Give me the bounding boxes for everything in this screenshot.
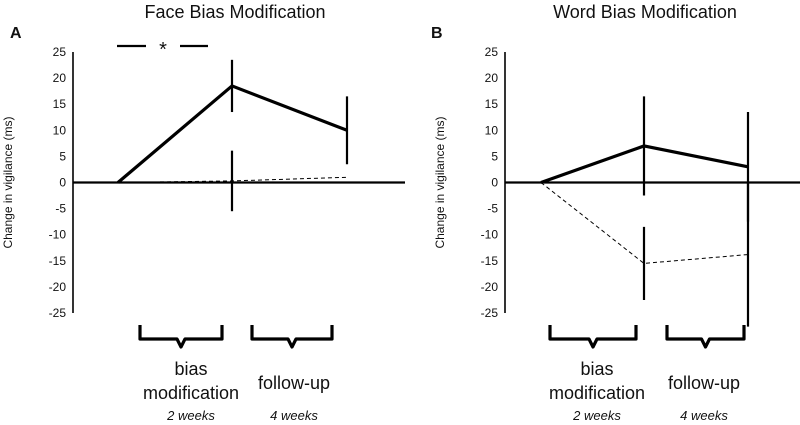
phase-brace — [138, 325, 224, 349]
y-tick-label: 5 — [59, 149, 66, 163]
phase-brace — [548, 325, 638, 349]
y-tick-label: 5 — [491, 149, 498, 163]
y-tick-label: 10 — [53, 123, 67, 137]
chart-title: Face Bias Modification — [144, 2, 325, 22]
phase-brace — [250, 325, 334, 349]
y-tick-label: 0 — [491, 176, 498, 190]
y-tick-label: -15 — [481, 254, 499, 268]
phase-label: bias — [174, 359, 207, 379]
y-tick-label: -20 — [481, 280, 499, 294]
chart-title: Word Bias Modification — [553, 2, 737, 22]
phase-label: follow-up — [258, 373, 330, 393]
y-axis-label: Change in vigilance (ms) — [1, 116, 15, 248]
phase-brace — [665, 325, 746, 349]
y-tick-label: -10 — [49, 228, 67, 242]
y-tick-label: 10 — [485, 123, 499, 137]
phase-duration: 2 weeks — [166, 408, 215, 423]
panel-letter: B — [431, 25, 443, 42]
y-axis-label: Change in vigilance (ms) — [433, 116, 447, 248]
phase-label: bias — [580, 359, 613, 379]
phase-label: modification — [143, 383, 239, 403]
y-tick-label: 15 — [53, 97, 67, 111]
significance-star: * — [159, 39, 167, 61]
y-tick-label: -25 — [481, 306, 499, 320]
dashed-series-line — [540, 182, 749, 264]
y-tick-label: -15 — [49, 254, 67, 268]
y-tick-label: 20 — [485, 71, 499, 85]
panel-letter: A — [10, 25, 22, 42]
y-tick-label: -5 — [55, 202, 66, 216]
y-tick-label: 25 — [53, 45, 67, 59]
phase-duration: 4 weeks — [270, 408, 318, 423]
y-tick-label: 25 — [485, 45, 499, 59]
phase-duration: 2 weeks — [572, 408, 621, 423]
y-tick-label: 15 — [485, 97, 499, 111]
y-tick-label: -5 — [487, 202, 498, 216]
y-tick-label: -10 — [481, 228, 499, 242]
phase-label: modification — [549, 383, 645, 403]
y-tick-label: 20 — [53, 71, 67, 85]
y-tick-label: -20 — [49, 280, 67, 294]
phase-duration: 4 weeks — [680, 408, 728, 423]
phase-label: follow-up — [668, 373, 740, 393]
y-tick-label: -25 — [49, 306, 67, 320]
y-tick-label: 0 — [59, 176, 66, 190]
